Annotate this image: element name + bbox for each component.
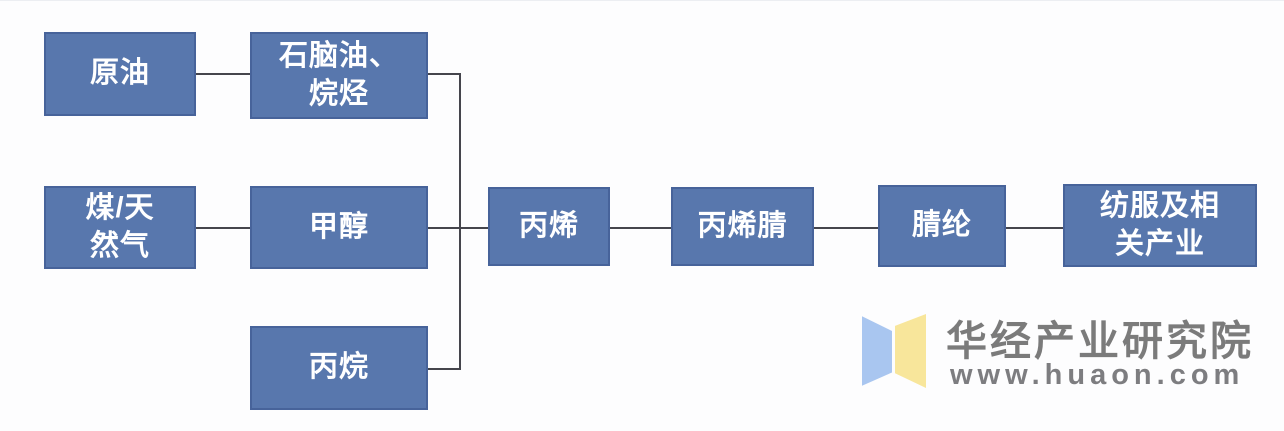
node-methanol: 甲醇 [250,186,428,269]
brand-name: 华经产业研究院 [946,318,1254,364]
node-textile-related-industry: 纺服及相 关产业 [1063,184,1257,267]
node-propane: 丙烷 [250,326,428,410]
edge-acrylic-textile [1006,227,1063,229]
book-page-right [895,314,926,388]
node-coal-natural-gas: 煤/天 然气 [44,186,196,269]
brand-website: www.huaon.com [950,359,1245,391]
edge-methanol-propylene [428,227,488,229]
edge-vertical-bus [459,73,461,369]
huaon-watermark: 华经产业研究院 www.huaon.com [862,307,1262,401]
edge-coalgas-methanol [196,227,250,229]
node-acrylic-fiber: 腈纶 [878,185,1006,267]
edge-naphtha-to-bus [428,73,461,75]
edge-propane-to-bus [428,368,461,370]
node-crude-oil: 原油 [44,32,196,116]
edge-crudeoil-naphtha [196,73,250,75]
node-acrylonitrile: 丙烯腈 [671,187,814,266]
open-book-icon [862,314,926,388]
book-page-left [862,316,892,386]
edge-acrylonitrile-acrylic [814,227,878,229]
node-naphtha-alkanes: 石脑油、 烷烃 [250,32,428,119]
node-propylene: 丙烯 [488,187,610,266]
edge-propylene-acrylonitrile [610,227,671,229]
